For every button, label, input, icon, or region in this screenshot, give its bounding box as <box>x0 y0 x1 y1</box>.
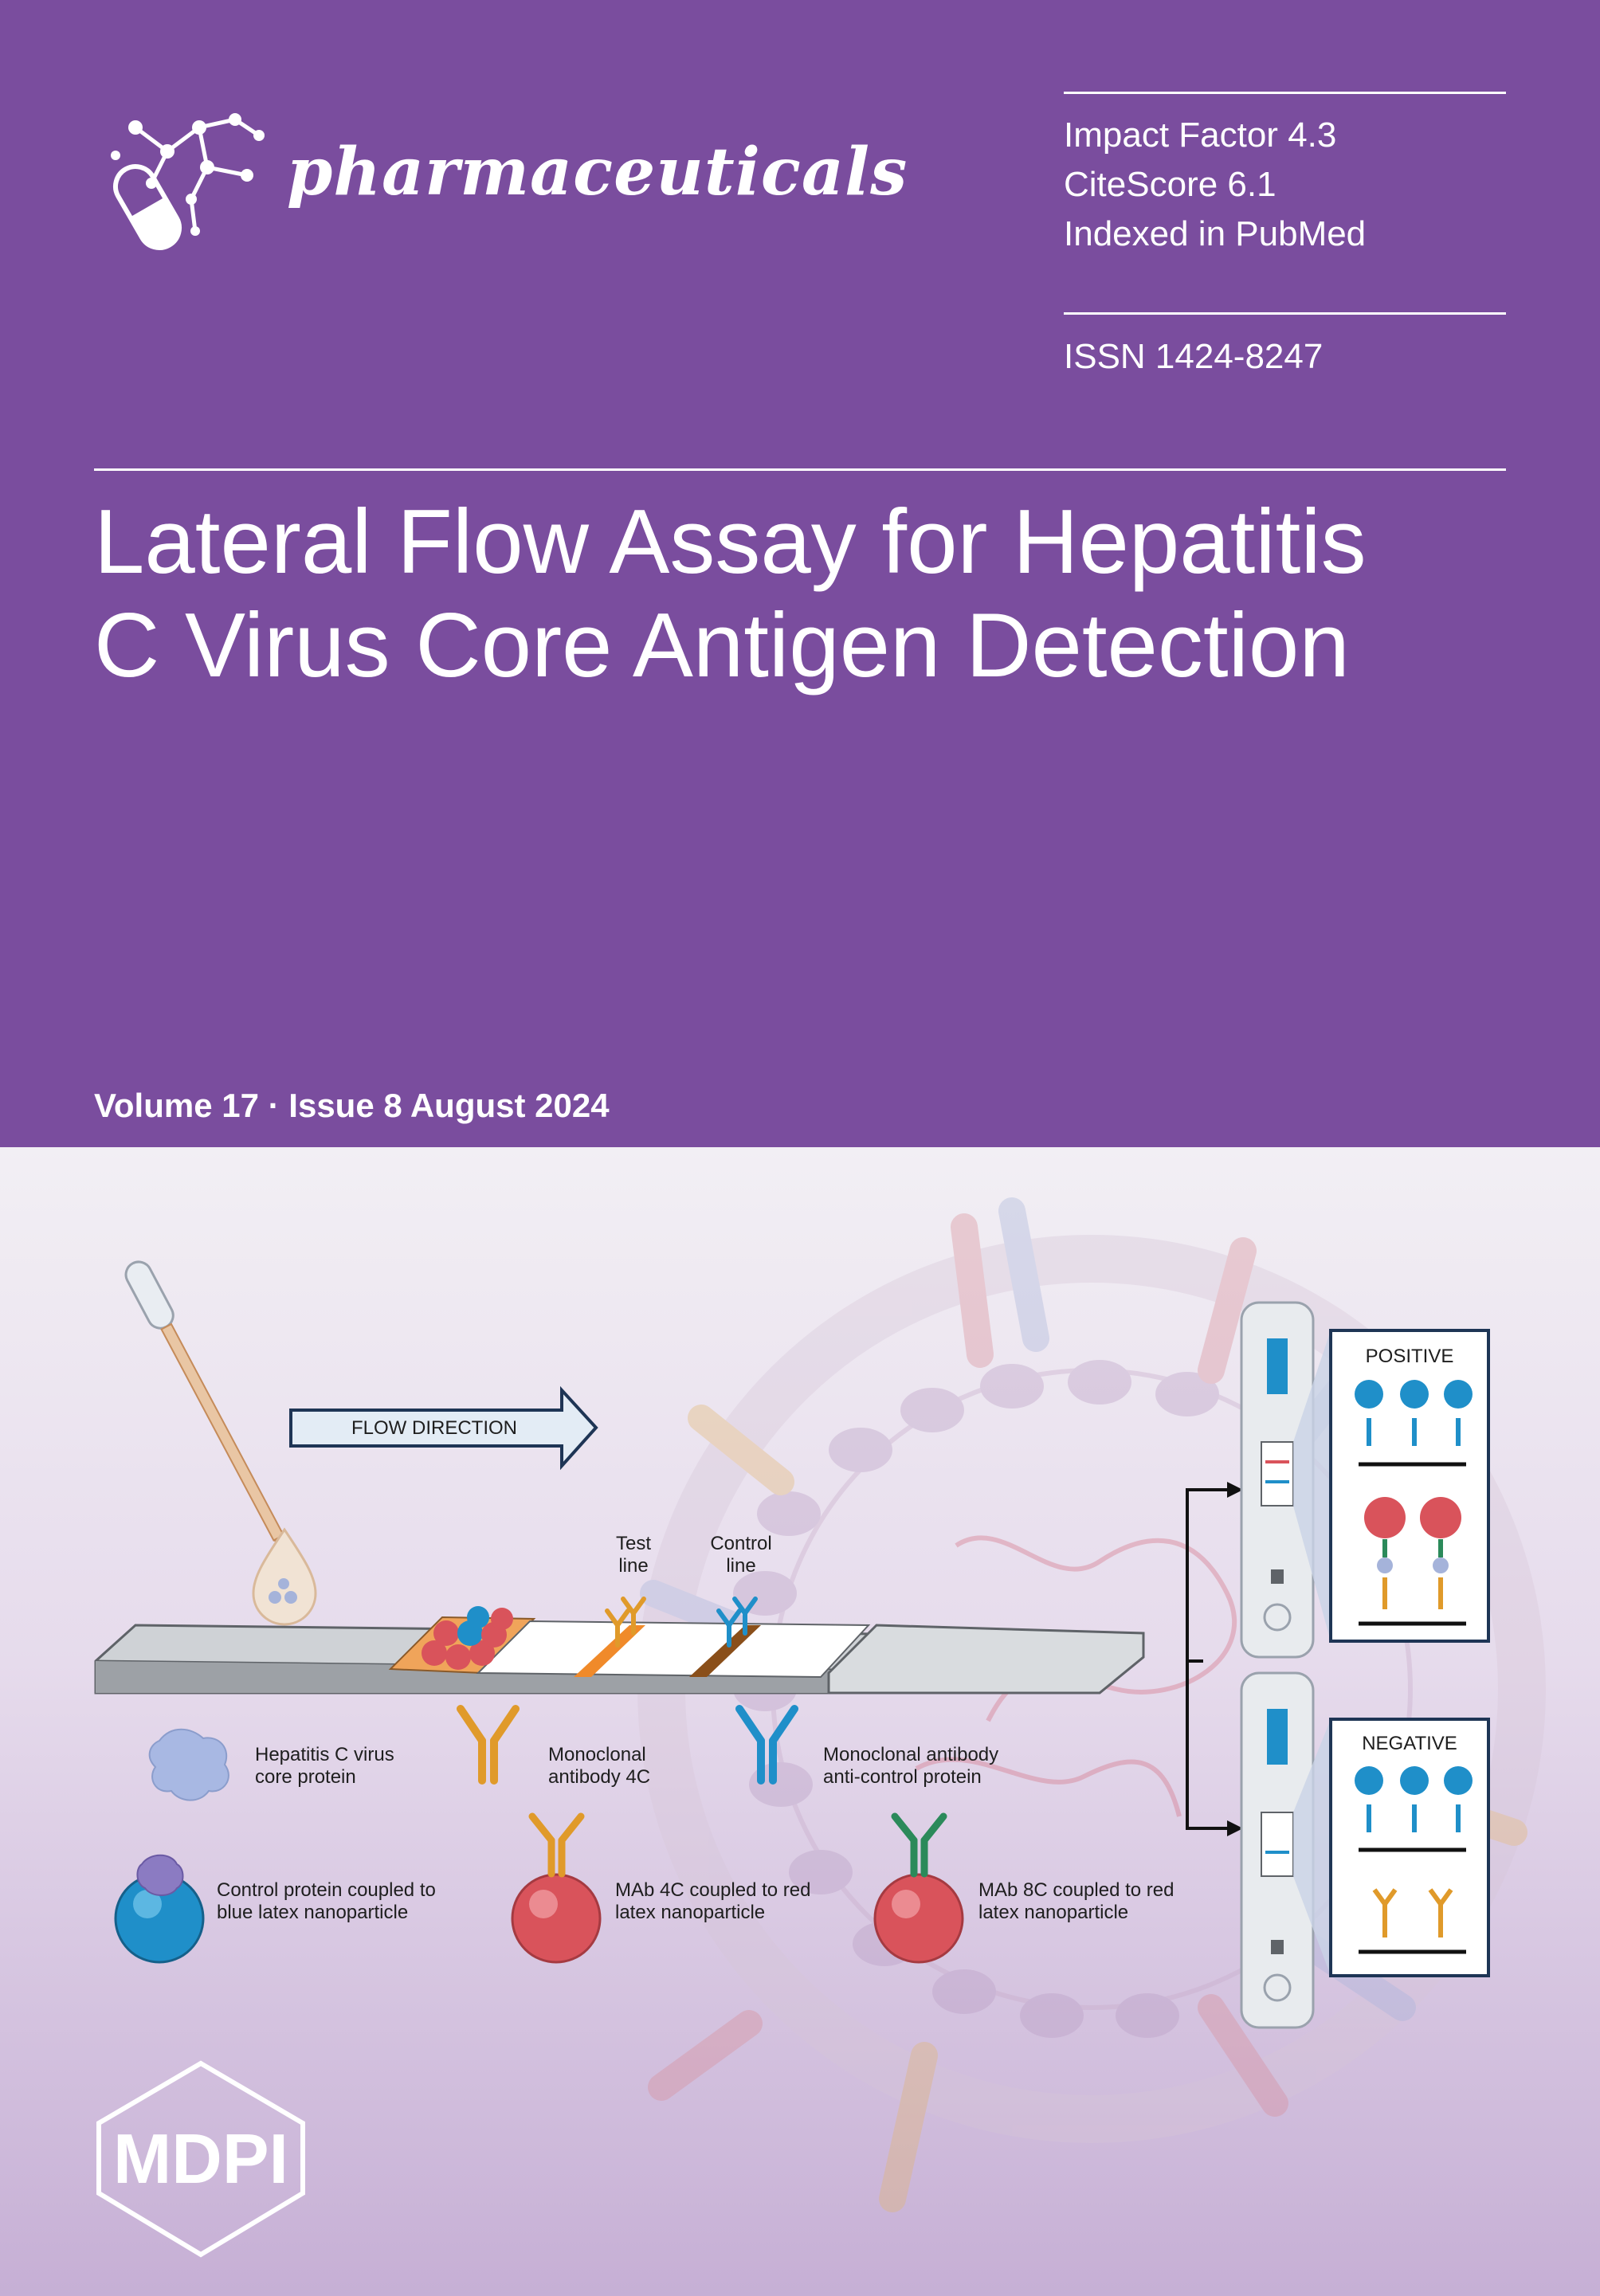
hcv-core-protein-icon <box>148 1728 229 1801</box>
mdpi-logo-icon: MDPI <box>96 2060 305 2258</box>
negative-test-antibodies-icon <box>1372 1888 1453 1937</box>
divider-top <box>1064 92 1506 94</box>
test-line-band <box>574 1625 645 1677</box>
antibody-anti-control-icon <box>735 1705 798 1785</box>
control-line-label: Control <box>710 1533 771 1554</box>
mdpi-logo-text: MDPI <box>113 2119 288 2198</box>
negative-label: NEGATIVE <box>1362 1733 1457 1754</box>
article-title-line-1: Lateral Flow Assay for Hepatitis <box>94 492 1367 593</box>
legend-mab4c-np-text-1: MAb 4C coupled to red <box>615 1879 810 1901</box>
test-line-label-2: line <box>618 1555 648 1577</box>
article-title-line-2: C Virus Core Antigen Detection <box>94 595 1350 696</box>
flow-direction-arrow: FLOW DIRECTION <box>289 1385 598 1471</box>
conjugate-particles-icon <box>422 1606 513 1670</box>
legend-hcv-text-1: Hepatitis C virus <box>255 1744 394 1765</box>
control-line-label-2: line <box>726 1555 755 1577</box>
cover-illustration: FLOW DIRECTION Test line Control line <box>0 1147 1600 2296</box>
legend-mab4c-np-text-2: latex nanoparticle <box>615 1902 765 1923</box>
legend-mab8c-np-text-1: MAb 8C coupled to red <box>978 1879 1174 1901</box>
control-line-band <box>689 1625 761 1677</box>
volume-issue: Volume 17 · Issue 8 August 2024 <box>94 1087 610 1124</box>
negative-panel: NEGATIVE <box>1329 1718 1490 1977</box>
legend-mabctrl-text-1: Monoclonal antibody <box>823 1744 998 1765</box>
legend-hcv-text-2: core protein <box>255 1766 356 1788</box>
legend-mab4c-text-1: Monoclonal <box>548 1744 646 1765</box>
legend-ctrl-np-text-1: Control protein coupled to <box>217 1879 436 1901</box>
divider-metrics <box>1064 312 1506 315</box>
mab4c-red-nanoparticle-icon <box>511 1812 602 1964</box>
journal-name: pharmaceuticals <box>287 134 908 210</box>
test-strip <box>94 1616 1145 1695</box>
legend-mab4c-text-2: antibody 4C <box>548 1766 650 1788</box>
indexed-in: Indexed in PubMed <box>1064 214 1367 253</box>
control-line-antibodies-icon <box>716 1597 758 1648</box>
divider-title <box>94 468 1506 471</box>
flow-direction-label: FLOW DIRECTION <box>351 1417 517 1439</box>
positive-label: POSITIVE <box>1366 1346 1454 1367</box>
impact-factor: Impact Factor 4.3 <box>1064 116 1337 155</box>
blue-latex-nanoparticle-icon <box>114 1854 205 1964</box>
positive-panel: POSITIVE <box>1329 1329 1490 1643</box>
journal-logo-icon <box>111 113 265 250</box>
legend-ctrl-np-text-2: blue latex nanoparticle <box>217 1902 408 1923</box>
legend-mab8c-np-text-2: latex nanoparticle <box>978 1902 1128 1923</box>
positive-control-complex-icon <box>1355 1380 1473 1467</box>
positive-test-complex-icon <box>1359 1497 1466 1626</box>
legend-mabctrl-text-2: anti-control protein <box>823 1766 982 1788</box>
sample-droplet-icon <box>252 1527 317 1626</box>
issn: ISSN 1424-8247 <box>1064 337 1324 376</box>
illustration-svg: FLOW DIRECTION Test line Control line <box>94 1197 1546 2258</box>
test-line-antibodies-icon <box>605 1597 646 1648</box>
citescore: CiteScore 6.1 <box>1064 165 1276 204</box>
cover-header: pharmaceuticals Impact Factor 4.3 CiteSc… <box>0 0 1600 1147</box>
mab8c-red-nanoparticle-icon <box>873 1812 964 1964</box>
legend: Hepatitis C virus core protein Monoclona… <box>114 1705 1174 1964</box>
cassette-negative <box>1240 1671 1315 2029</box>
negative-control-complex-icon <box>1355 1766 1473 1852</box>
antibody-4c-icon <box>457 1705 520 1785</box>
result-bracket <box>1186 1488 1227 1830</box>
test-line-label: Test <box>616 1533 651 1554</box>
